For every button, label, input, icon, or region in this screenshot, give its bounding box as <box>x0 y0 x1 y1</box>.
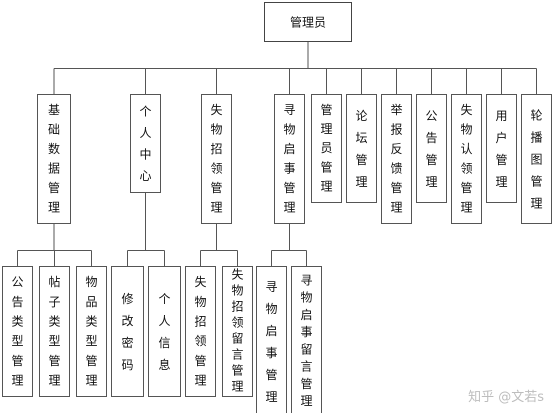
module-node-5-label: 管理员管理 <box>320 102 332 194</box>
module-3-child-node-2-label: 失物招领留言管理 <box>231 267 243 394</box>
module-2-child-node-1-label: 修改密码 <box>121 291 133 372</box>
module-node-7-label: 举报反馈管理 <box>390 103 402 214</box>
module-3-child-node-1-label: 失物招领管理 <box>194 274 206 387</box>
watermark: 知乎 @文若s <box>468 390 544 405</box>
module-3-child-node-2: 失物招领留言管理 <box>222 266 253 397</box>
module-node-6: 论坛管理 <box>346 94 377 203</box>
module-1-child-node-1: 公告类型管理 <box>2 266 33 397</box>
module-node-8-label: 公告管理 <box>425 109 437 189</box>
module-1-child-node-3: 物品类型管理 <box>76 266 107 397</box>
module-node-5: 管理员管理 <box>311 94 342 203</box>
module-node-11-label: 轮播图管理 <box>530 108 542 210</box>
root-node-label: 管理员 <box>290 15 326 30</box>
module-node-9-label: 失物认领管理 <box>460 102 472 214</box>
module-node-8: 公告管理 <box>416 94 447 203</box>
module-1-child-node-3-label: 物品类型管理 <box>85 275 97 387</box>
module-1-child-node-2-label: 帖子类型管理 <box>48 274 60 387</box>
module-node-2: 个人中心 <box>130 94 161 193</box>
module-1-child-node-2: 帖子类型管理 <box>39 266 70 397</box>
module-4-child-node-2: 寻物启事留言管理 <box>291 266 322 413</box>
module-3-child-node-1: 失物招领管理 <box>185 266 216 397</box>
module-2-child-node-1: 修改密码 <box>111 266 144 397</box>
module-4-child-node-1: 寻物启事管理 <box>256 266 287 413</box>
connector-lines <box>17 41 537 267</box>
module-node-10-label: 用户管理 <box>495 109 507 189</box>
module-node-7: 举报反馈管理 <box>381 94 412 224</box>
module-node-4-label: 寻物启事管理 <box>283 103 295 214</box>
module-node-3: 失物招领管理 <box>201 94 232 224</box>
module-node-10: 用户管理 <box>486 94 517 203</box>
module-1-child-node-1-label: 公告类型管理 <box>11 275 23 387</box>
module-2-child-node-2-label: 个人信息 <box>158 292 170 372</box>
module-node-2-label: 个人中心 <box>139 104 151 182</box>
module-node-1: 基础数据管理 <box>37 94 71 224</box>
module-node-4: 寻物启事管理 <box>274 94 305 224</box>
module-node-3-label: 失物招领管理 <box>210 102 222 214</box>
module-2-child-node-2: 个人信息 <box>148 266 181 397</box>
module-node-11: 轮播图管理 <box>521 94 552 224</box>
module-4-child-node-2-label: 寻物启事留言管理 <box>300 273 312 408</box>
module-4-child-node-1-label: 寻物启事管理 <box>265 280 277 404</box>
root-node: 管理员 <box>264 2 352 42</box>
module-node-6-label: 论坛管理 <box>355 109 367 189</box>
module-node-9: 失物认领管理 <box>451 94 482 224</box>
module-node-1-label: 基础数据管理 <box>48 103 60 214</box>
